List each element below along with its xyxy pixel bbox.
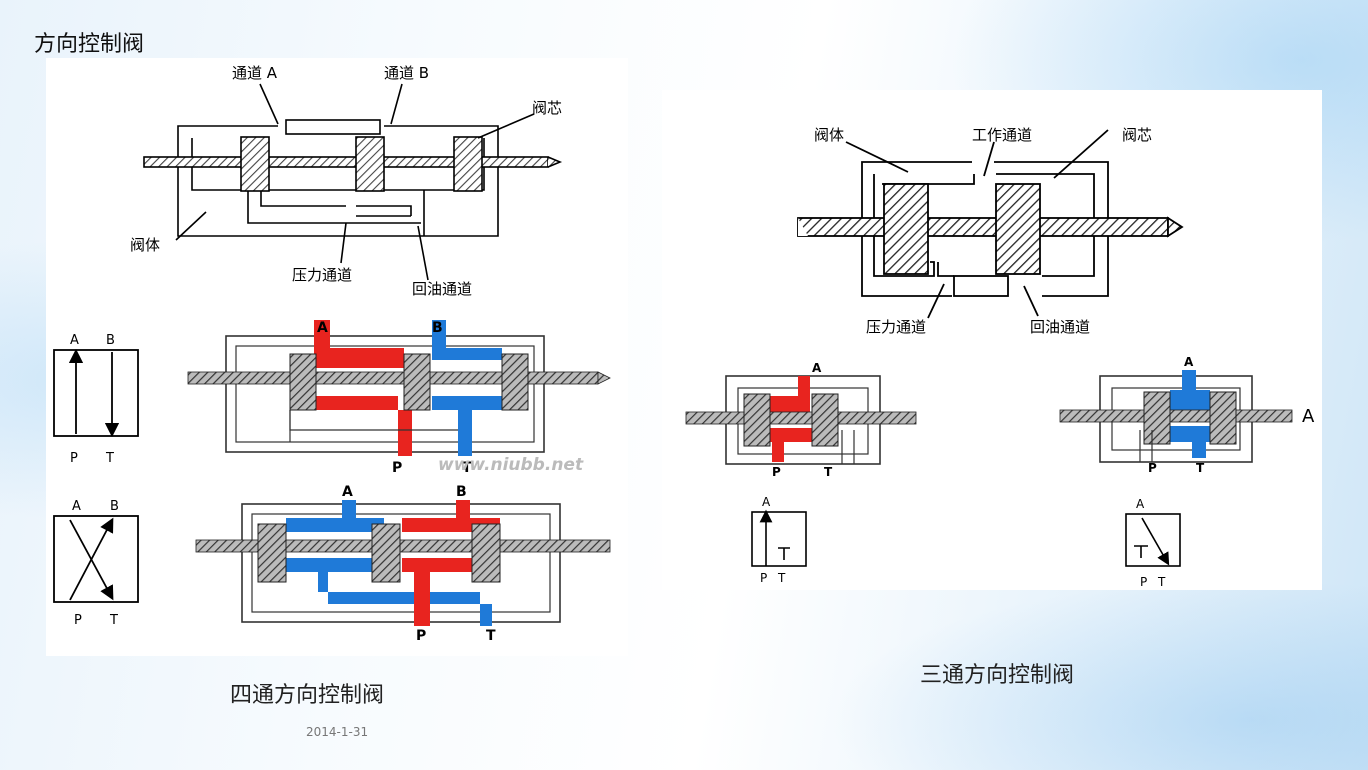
symbol1-label-a: A <box>70 333 79 348</box>
valve3r-label-p: P <box>1148 461 1157 475</box>
label-spool-3way: 阀芯 <box>1122 126 1152 144</box>
valve1-label-p: P <box>392 460 402 476</box>
valve3l-label-p: P <box>772 465 781 479</box>
symbol2-label-t: T <box>109 613 118 628</box>
three-way-valve-figure: 阀体 工作通道 阀芯 压力通道 回油通道 A P T A A P T <box>662 90 1322 590</box>
label-body: 阀体 <box>130 236 160 254</box>
label-pressure-channel: 压力通道 <box>292 266 352 284</box>
valve3r-label-a: A <box>1184 355 1194 369</box>
slide-title: 方向控制阀 <box>34 32 145 57</box>
valve2-label-b: B <box>456 484 467 500</box>
valve3l-label-a: A <box>812 361 822 375</box>
symbol2-label-a: A <box>72 499 81 514</box>
valve1-label-a: A <box>317 320 328 336</box>
sym3r-label-a: A <box>1136 497 1145 511</box>
four-way-valve-position-2: A B P T <box>195 484 611 644</box>
valve1-label-b: B <box>432 320 443 336</box>
sym3r-label-t: T <box>1157 575 1166 589</box>
label-channel-b: 通道 B <box>384 64 429 82</box>
valve3r-end-label-a: A <box>1302 406 1315 427</box>
valve3r-label-t: T <box>1196 461 1205 475</box>
three-way-valve-pressure-position: A P T <box>685 361 917 479</box>
four-way-cutaway-diagram <box>143 83 563 281</box>
valve2-label-a: A <box>342 484 353 500</box>
label-return-3way: 回油通道 <box>1030 318 1090 336</box>
sym3l-label-p: P <box>760 571 767 585</box>
label-channel-a: 通道 A <box>232 64 278 82</box>
label-body-3way: 阀体 <box>814 126 844 144</box>
symbol1-label-t: T <box>105 451 114 466</box>
three-way-symbol-open: A P T <box>751 495 807 585</box>
slide-date: 2014-1-31 <box>306 725 369 739</box>
symbol-crossed-arrows: A B P T <box>53 499 139 628</box>
symbol-straight-arrows: A B P T <box>53 333 139 466</box>
symbol1-label-b: B <box>106 333 115 348</box>
sym3l-label-t: T <box>777 571 786 585</box>
watermark: www.niubb.net <box>438 455 584 475</box>
sym3l-label-a: A <box>762 495 771 509</box>
valve3l-label-t: T <box>824 465 833 479</box>
valve1-label-t: T <box>462 460 472 476</box>
four-way-valve-position-1: A B P T <box>187 320 611 476</box>
label-spool: 阀芯 <box>532 99 562 117</box>
label-pressure-3way: 压力通道 <box>866 318 926 336</box>
valve2-label-t: T <box>486 628 496 644</box>
three-way-cutaway-diagram <box>797 129 1184 319</box>
three-way-valve-return-position: A A P T <box>1059 355 1315 475</box>
four-way-valve-figure: 通道 A 通道 B 阀芯 阀体 压力通道 回油通道 A B P T A B P … <box>46 58 628 656</box>
symbol2-label-p: P <box>74 613 82 628</box>
caption-four-way: 四通方向控制阀 <box>230 683 385 708</box>
label-work-channel: 工作通道 <box>972 126 1032 144</box>
symbol1-label-p: P <box>70 451 78 466</box>
three-way-symbol-closed: A P T <box>1125 497 1181 589</box>
sym3r-label-p: P <box>1140 575 1147 589</box>
valve2-label-p: P <box>416 628 426 644</box>
symbol2-label-b: B <box>110 499 119 514</box>
caption-three-way: 三通方向控制阀 <box>920 663 1075 688</box>
label-return-channel: 回油通道 <box>412 280 472 298</box>
